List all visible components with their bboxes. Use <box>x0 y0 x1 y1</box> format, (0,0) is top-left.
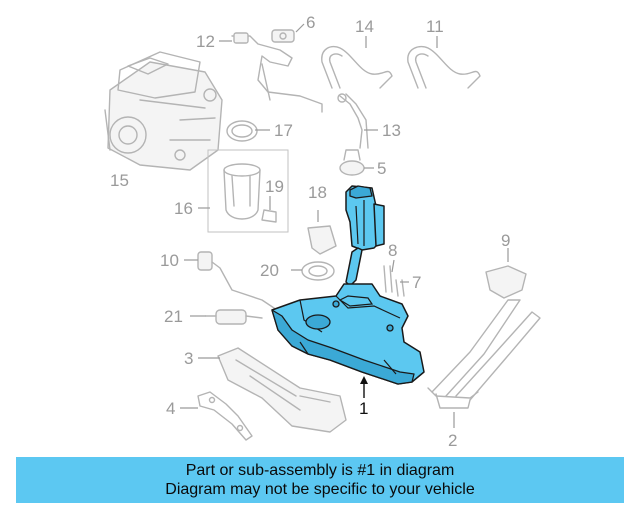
callout-12: 12 <box>196 32 215 51</box>
callout-labels: 1 2 3 4 5 6 7 8 9 10 11 12 13 14 15 16 1… <box>110 13 510 450</box>
part-11-hose <box>407 45 481 89</box>
callout-3: 3 <box>184 349 193 368</box>
banner-line-2: Diagram may not be specific to your vehi… <box>165 481 475 498</box>
part-17-seal-ring <box>226 120 258 142</box>
part-14-hose <box>321 45 393 89</box>
part-10-sender <box>197 251 281 313</box>
callout-11: 11 <box>426 17 444 36</box>
callout-8: 8 <box>388 241 397 260</box>
callout-10: 10 <box>160 251 179 270</box>
part-5-cap <box>339 149 365 176</box>
callout-19: 19 <box>265 177 284 196</box>
callout-16: 16 <box>174 199 193 218</box>
part-7-8-clips <box>383 265 405 297</box>
part-12-6-fittings <box>231 29 323 113</box>
callout-15: 15 <box>110 171 129 190</box>
callout-18: 18 <box>308 183 327 202</box>
part-18-bracket <box>307 225 337 255</box>
parts-diagram-svg: 1 2 3 4 5 6 7 8 9 10 11 12 13 14 15 16 1… <box>104 13 541 450</box>
part-1-fuel-tank <box>271 185 425 385</box>
callout-5: 5 <box>377 159 386 178</box>
part-15-injection-pump <box>104 51 223 171</box>
callout-6: 6 <box>306 13 315 32</box>
callout-13: 13 <box>382 121 401 140</box>
part-16-fuel-pump-module <box>207 149 289 233</box>
part-9-bracket <box>485 265 527 299</box>
callout-21: 21 <box>164 307 183 326</box>
part-13-line <box>337 93 369 149</box>
leader-lines <box>180 23 509 428</box>
callout-9: 9 <box>501 231 510 250</box>
part-3-shield <box>217 347 347 433</box>
callout-20: 20 <box>260 261 279 280</box>
callout-4: 4 <box>166 399 175 418</box>
callout-17: 17 <box>274 121 293 140</box>
callout-14: 14 <box>355 17 374 36</box>
part-2-straps <box>427 299 541 409</box>
banner-line-1: Part or sub-assembly is #1 in diagram <box>185 462 455 479</box>
callout-1: 1 <box>359 399 368 418</box>
info-banner: Part or sub-assembly is #1 in diagram Di… <box>16 457 624 503</box>
parts-diagram: 1 2 3 4 5 6 7 8 9 10 11 12 13 14 15 16 1… <box>104 13 541 450</box>
callout-7: 7 <box>412 273 421 292</box>
part-20-ring <box>301 261 335 281</box>
part-21-filter <box>205 309 263 325</box>
callout-2: 2 <box>448 431 457 450</box>
part-4-bracket <box>197 391 253 441</box>
